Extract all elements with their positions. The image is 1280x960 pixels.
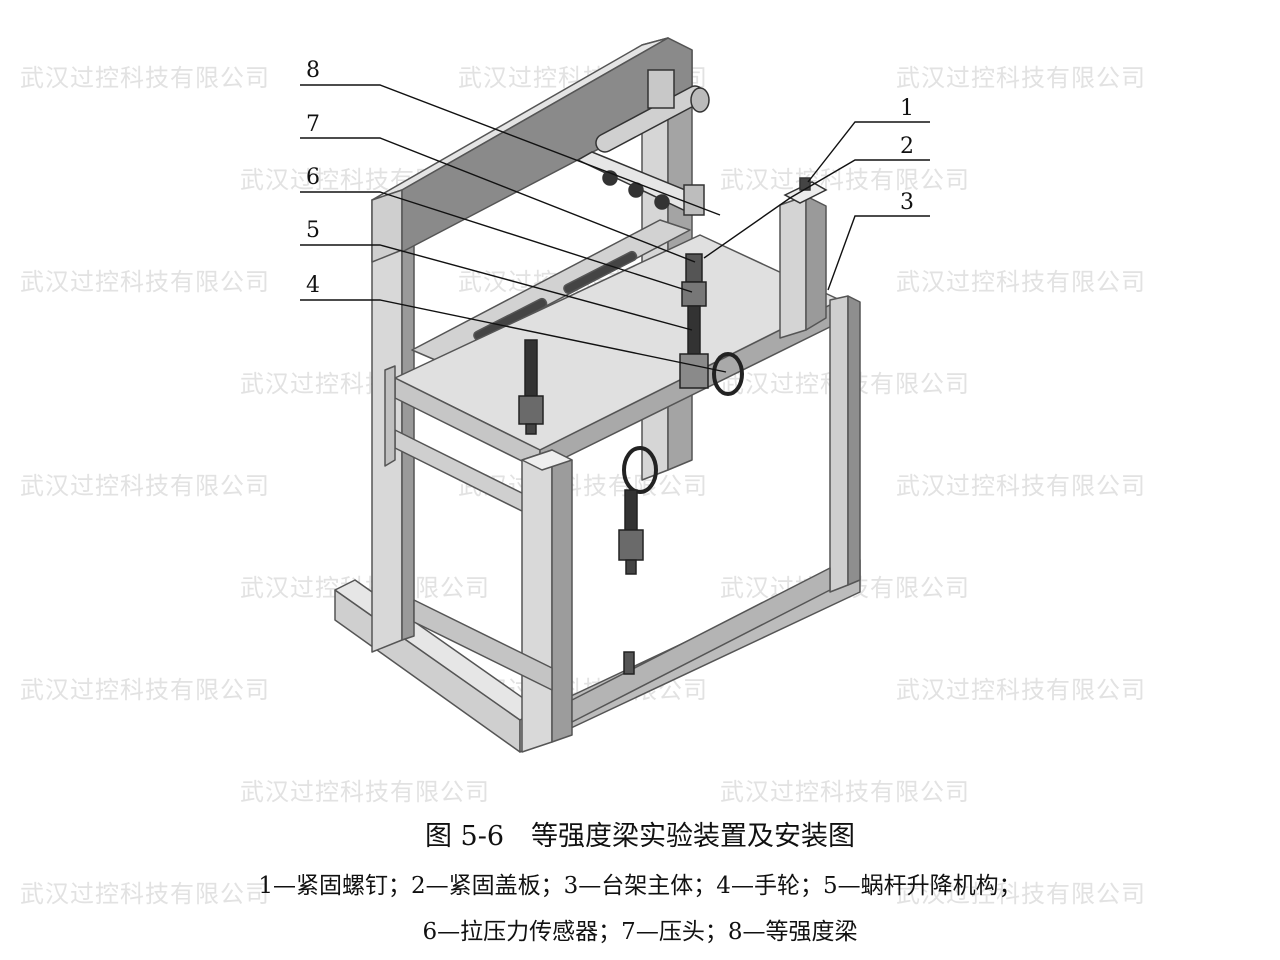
floor-stud — [623, 651, 635, 675]
watermark: 武汉过控科技有限公司 — [20, 880, 270, 908]
right-tall-post-side — [805, 195, 827, 331]
front-right-post-side — [847, 295, 861, 586]
watermark: 武汉过控科技有限公司 — [240, 778, 490, 806]
watermark: 武汉过控科技有限公司 — [20, 472, 270, 500]
pivot-shaft-end — [690, 87, 710, 113]
mid-left-post — [384, 365, 396, 467]
watermark: 武汉过控科技有限公司 — [896, 472, 1146, 500]
lower-load-cell — [618, 529, 644, 561]
callout-3: 3 — [900, 190, 914, 215]
bottom-front-rail — [571, 567, 831, 723]
apparatus-drawing — [300, 37, 930, 753]
watermark: 武汉过控科技有限公司 — [20, 268, 270, 296]
left-press-head — [525, 423, 537, 435]
left-load-cell — [518, 395, 544, 425]
leader-line-8 — [300, 84, 721, 216]
slot — [563, 250, 638, 294]
lower-press-head — [625, 559, 637, 575]
leader-line-2 — [703, 159, 930, 259]
callout-7: 7 — [306, 112, 320, 137]
tightening-screw — [799, 177, 811, 191]
watermark: 武汉过控科技有限公司 — [20, 676, 270, 704]
hand-wheel — [712, 352, 744, 396]
callout-2: 2 — [900, 134, 914, 159]
load-cell — [681, 281, 707, 307]
bottom-side-rail — [413, 599, 553, 691]
rear-left-post-side — [401, 189, 415, 641]
callout-5: 5 — [306, 218, 320, 243]
beam-hole — [654, 194, 670, 210]
front-left-post-side — [551, 449, 573, 743]
top-beam-face — [401, 37, 693, 253]
figure-legend-line-2: 6—拉压力传感器；7—压头；8—等强度梁 — [422, 919, 858, 945]
leader-line-5 — [300, 244, 693, 331]
worm-housing — [679, 353, 709, 389]
watermark: 武汉过控科技有限公司 — [20, 64, 270, 92]
watermark: 武汉过控科技有限公司 — [896, 64, 1146, 92]
front-right-post — [829, 295, 849, 593]
callout-1: 1 — [900, 96, 914, 121]
callout-4: 4 — [306, 273, 320, 298]
watermark: 武汉过控科技有限公司 — [896, 880, 1146, 908]
lower-hand-wheel — [622, 446, 658, 494]
left-screw-rod — [524, 339, 538, 397]
callout-6: 6 — [306, 165, 320, 190]
watermark: 武汉过控科技有限公司 — [720, 166, 970, 194]
leader-line-1 — [807, 121, 930, 183]
leader-line-7 — [300, 137, 696, 263]
top-beam-front — [371, 189, 403, 263]
figure-caption-title: 图 5-6 等强度梁实验装置及安装图 — [424, 821, 856, 852]
figure-legend-line-1: 1—紧固螺钉；2—紧固盖板；3—台架主体；4—手轮；5—蜗杆升降机构； — [258, 873, 1022, 899]
front-left-post — [521, 449, 553, 753]
callout-8: 8 — [306, 58, 320, 83]
watermark: 武汉过控科技有限公司 — [896, 676, 1146, 704]
right-tall-post — [779, 195, 807, 339]
watermark: 武汉过控科技有限公司 — [720, 778, 970, 806]
leader-line-3 — [827, 215, 930, 291]
press-head — [685, 253, 703, 283]
watermark: 武汉过控科技有限公司 — [896, 268, 1146, 296]
beam-hanger — [683, 184, 705, 216]
front-left-post-top — [521, 449, 573, 471]
beam-clamp — [647, 69, 675, 109]
leader-line-6 — [300, 191, 693, 293]
leader-line-4 — [300, 299, 727, 373]
lower-screw-rod — [624, 489, 638, 531]
